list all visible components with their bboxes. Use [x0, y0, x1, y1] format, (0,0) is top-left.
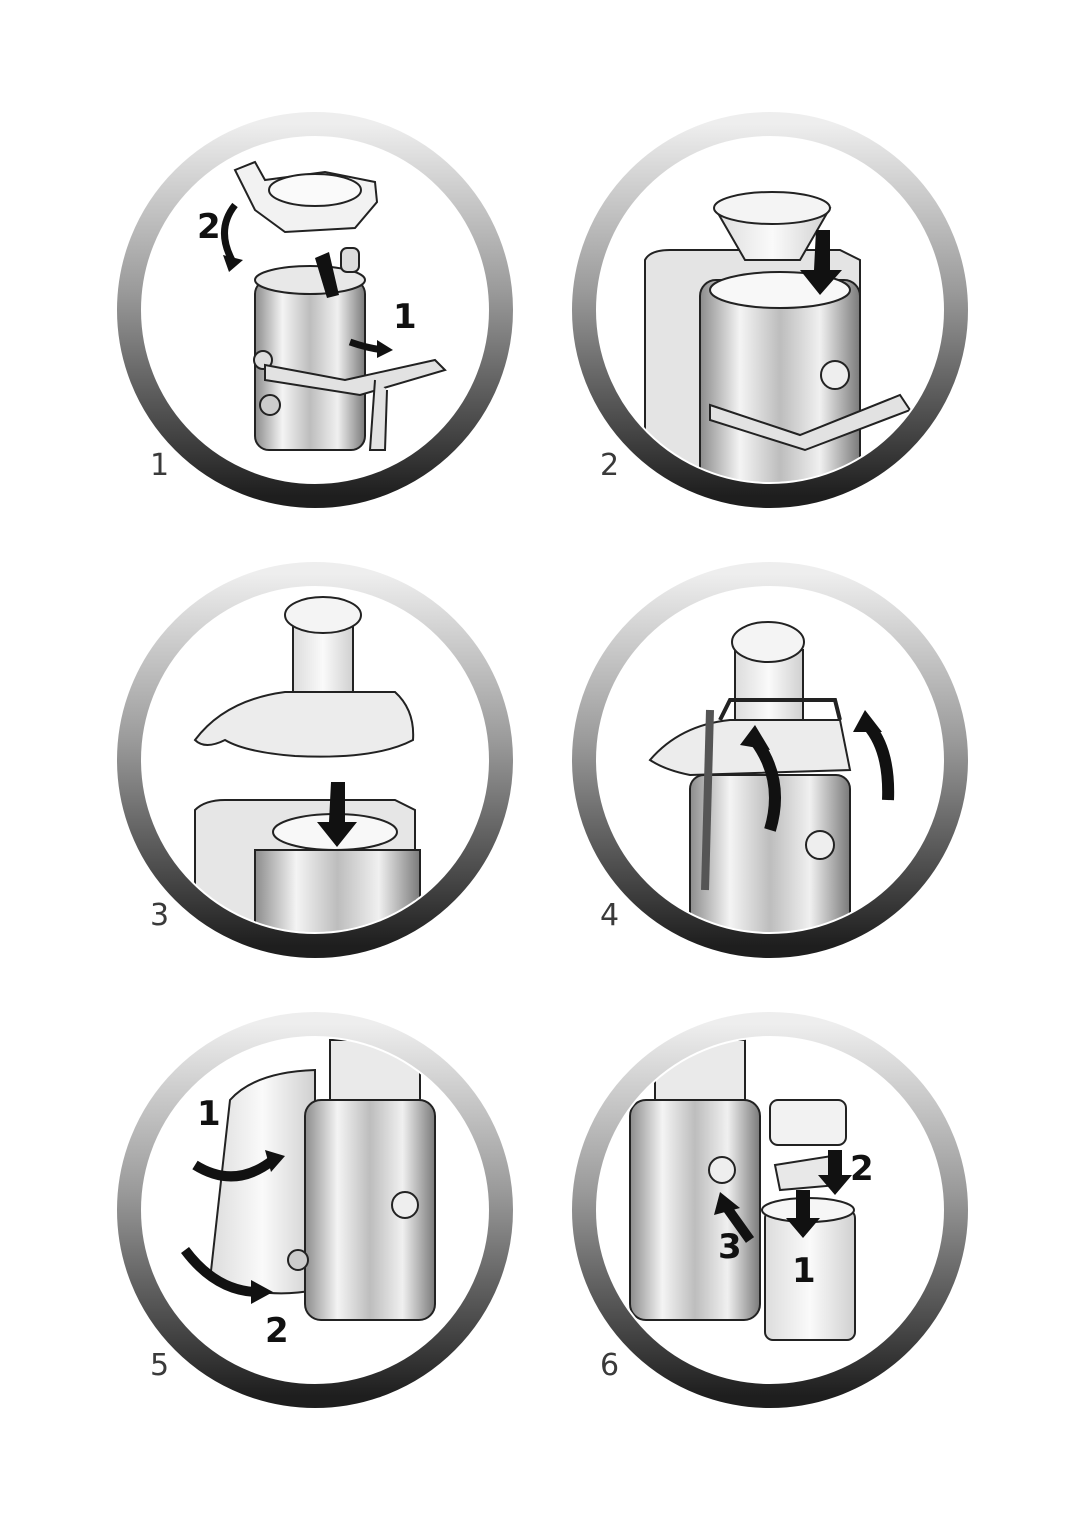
lid — [648, 719, 852, 777]
down-arrow — [786, 1190, 820, 1238]
jug-lid — [769, 1099, 847, 1146]
step-number: 1 — [150, 448, 170, 483]
step-2-illustration — [570, 110, 970, 510]
frame-ring — [572, 1012, 968, 1408]
down-arrow — [317, 782, 357, 847]
locking-arm — [264, 358, 447, 397]
callout-label: 2 — [197, 207, 221, 247]
curved-arrow — [181, 1246, 256, 1297]
step-number: 5 — [150, 1348, 170, 1383]
curved-arrow — [192, 1155, 277, 1182]
step-6-illustration: 2 3 1 — [570, 1010, 970, 1410]
frame-ring — [117, 562, 513, 958]
frame-ring — [117, 112, 513, 508]
callout-label: 1 — [197, 1094, 221, 1134]
juicer-body — [629, 1099, 761, 1321]
lid — [193, 691, 415, 758]
down-arrow — [315, 252, 339, 298]
callout-label: 2 — [265, 1311, 289, 1351]
frame-ring — [117, 1012, 513, 1408]
callout-label: 1 — [393, 297, 417, 337]
step-number: 4 — [600, 898, 620, 933]
frame-ring — [572, 562, 968, 958]
step-number: 2 — [600, 448, 620, 483]
frame-ring — [572, 112, 968, 508]
callout-label: 1 — [792, 1251, 816, 1291]
callout-label: 2 — [850, 1149, 874, 1189]
step-4-illustration — [570, 560, 970, 960]
step-number: 6 — [600, 1348, 620, 1383]
step-3-illustration — [115, 560, 515, 960]
callout-label: 3 — [718, 1227, 742, 1267]
locking-arm — [718, 698, 842, 721]
step-1-illustration: 2 1 — [115, 110, 515, 510]
step-5-illustration: 1 2 — [115, 1010, 515, 1410]
down-arrow — [800, 230, 842, 295]
down-arrow — [818, 1150, 852, 1195]
rotate-arrow — [221, 202, 238, 264]
up-arrow — [863, 721, 895, 801]
step-number: 3 — [150, 898, 170, 933]
